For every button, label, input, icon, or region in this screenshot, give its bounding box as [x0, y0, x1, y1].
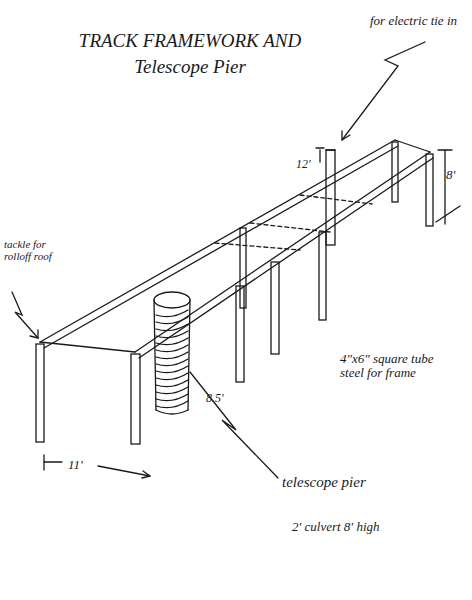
dimension: 12'	[296, 158, 322, 171]
culvert-winding	[156, 338, 188, 345]
frame-posts	[36, 142, 433, 444]
culvert-winding	[156, 387, 188, 394]
leader-lines	[12, 42, 425, 478]
culvert-winding	[156, 317, 188, 324]
culvert-winding	[156, 352, 188, 359]
note: for electric tie in	[370, 14, 468, 28]
culvert-winding	[156, 373, 188, 380]
culvert-winding	[156, 401, 188, 408]
dimension: 8'	[446, 168, 468, 182]
dimension-lines	[44, 148, 460, 478]
culvert-winding	[156, 380, 188, 387]
telescope-pier	[154, 292, 190, 414]
culvert-winding	[156, 331, 188, 338]
title: TRACK FRAMEWORK AND Telescope Pier	[70, 28, 310, 79]
note: tackle for rolloff roof	[4, 238, 64, 262]
note: 2' culvert 8' high	[292, 520, 402, 534]
dimension: 8.5'	[206, 392, 242, 405]
note: 4"x6" square tube steel for frame	[340, 352, 458, 381]
dimension: 11'	[68, 458, 96, 472]
culvert-winding	[156, 324, 188, 331]
callout-label: telescope pier	[282, 474, 382, 491]
culvert-winding	[156, 359, 188, 366]
culvert-winding	[156, 394, 188, 401]
culvert-winding	[156, 366, 188, 373]
culvert-winding	[156, 310, 188, 317]
culvert-winding	[156, 345, 188, 352]
